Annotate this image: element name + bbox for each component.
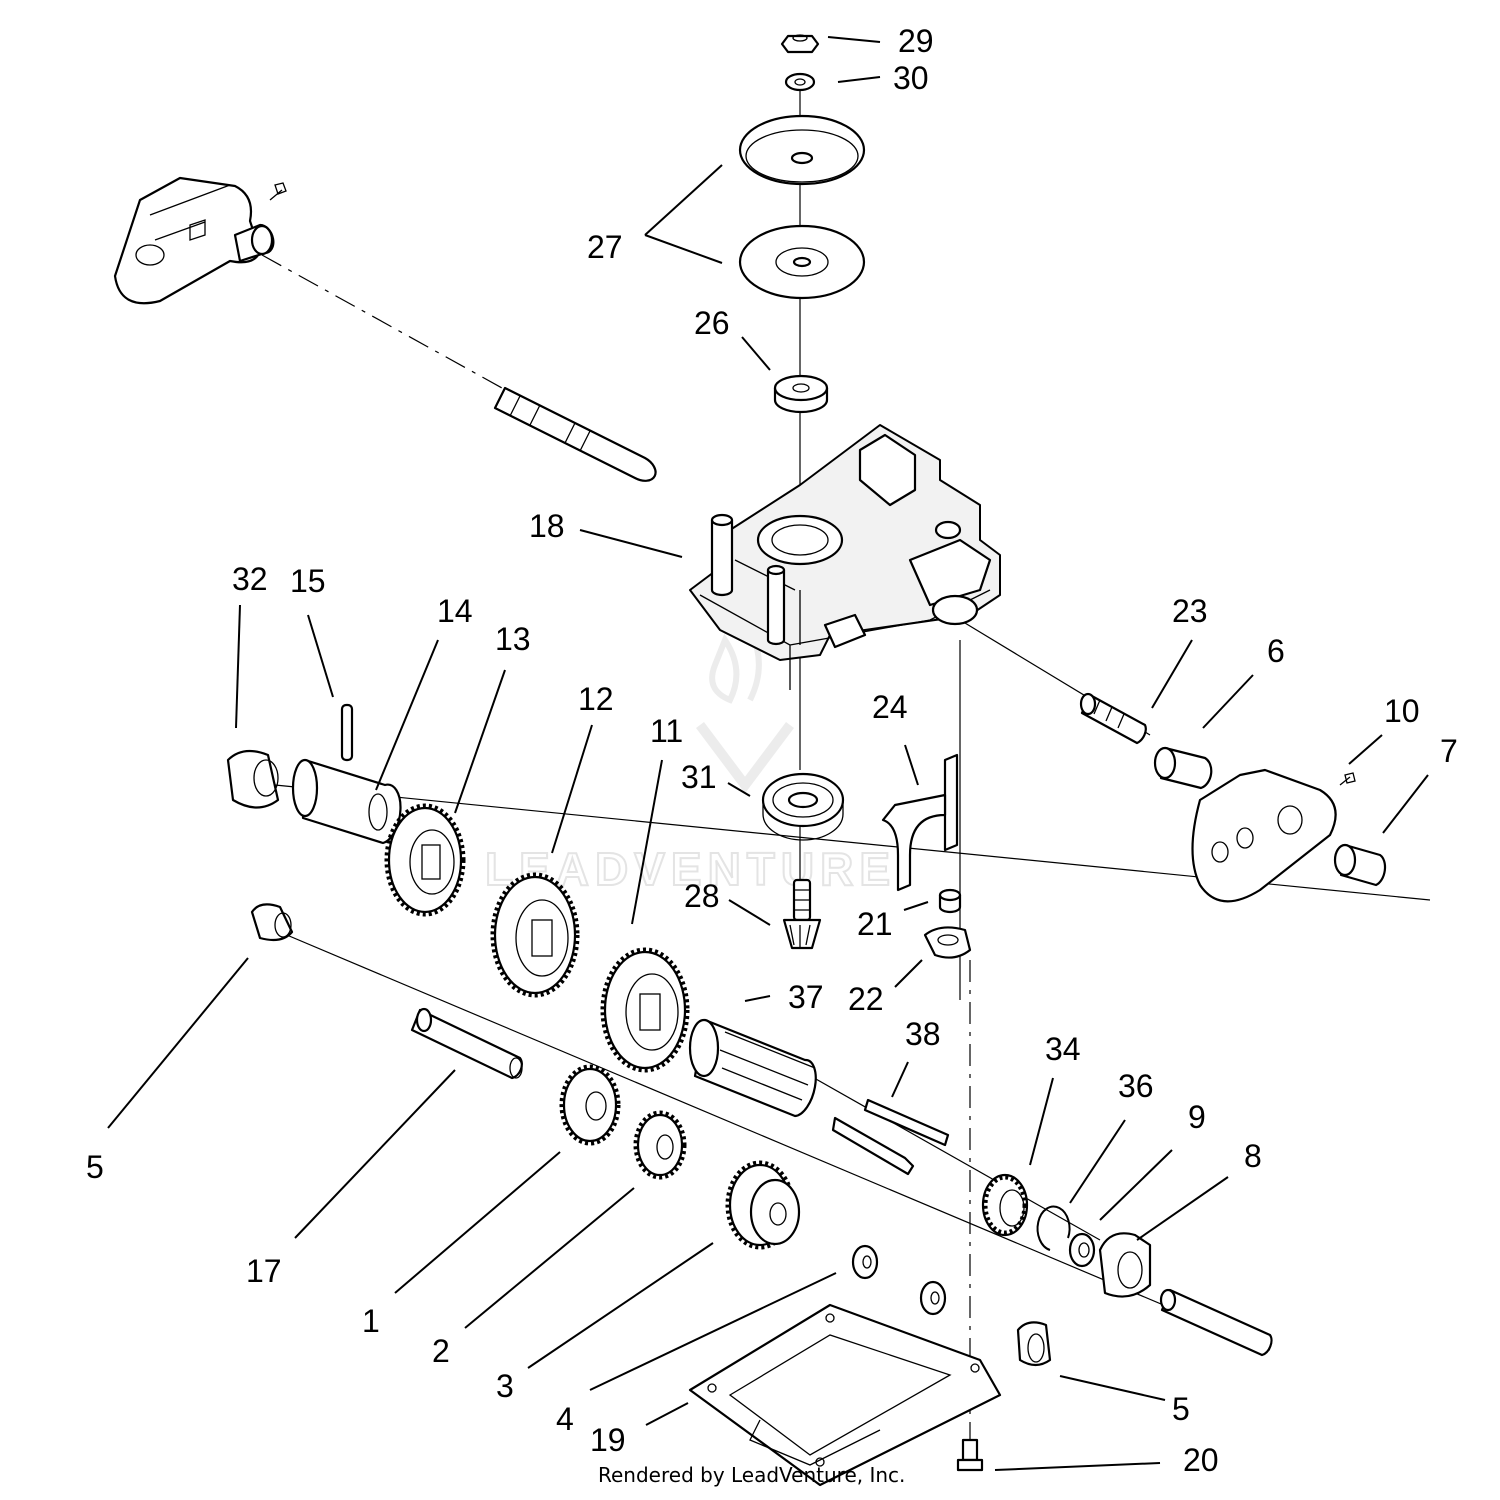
callout-27: 27 bbox=[587, 229, 623, 265]
callout-5-right: 5 bbox=[1172, 1391, 1190, 1427]
callout-17: 17 bbox=[246, 1253, 282, 1289]
callout-14: 14 bbox=[437, 593, 473, 629]
part-27-pulley-lower bbox=[738, 224, 866, 300]
right-side-cover bbox=[1191, 768, 1337, 903]
callout-31: 31 bbox=[681, 759, 717, 795]
callout-21: 21 bbox=[857, 906, 893, 942]
part-29-nut bbox=[780, 34, 820, 54]
part-11-gear bbox=[600, 947, 690, 1073]
part-34-seal bbox=[981, 1173, 1029, 1237]
part-27-pulley-upper bbox=[738, 114, 866, 186]
callout-18: 18 bbox=[529, 508, 565, 544]
part-4-washer-b bbox=[919, 1280, 947, 1316]
callout-30: 30 bbox=[893, 60, 929, 96]
callout-36: 36 bbox=[1118, 1068, 1154, 1104]
part-8-bushing bbox=[1098, 1232, 1152, 1298]
upper-shaft bbox=[493, 386, 657, 482]
callout-13: 13 bbox=[495, 621, 531, 657]
callout-37: 37 bbox=[788, 979, 824, 1015]
part-24-shift-fork bbox=[881, 753, 959, 892]
callout-10: 10 bbox=[1384, 693, 1420, 729]
part-14-collar bbox=[291, 758, 402, 845]
callout-28: 28 bbox=[684, 878, 720, 914]
part-32-bushing bbox=[226, 749, 280, 809]
part-18-gear-housing bbox=[689, 424, 1001, 690]
part-6-bushing bbox=[1153, 746, 1213, 790]
part-38-key-upper bbox=[863, 1098, 950, 1147]
callout-labels: 29 30 27 26 18 32 15 14 13 12 11 31 28 2… bbox=[86, 23, 1458, 1478]
part-13-gear bbox=[384, 803, 466, 917]
part-19-lower-cover bbox=[688, 1303, 1002, 1487]
part-12-gear bbox=[490, 872, 580, 998]
callout-1: 1 bbox=[362, 1303, 380, 1339]
upper-left-bracket bbox=[113, 176, 287, 305]
callout-38: 38 bbox=[905, 1016, 941, 1052]
part-1-gear bbox=[559, 1064, 621, 1146]
part-37-splined-hub bbox=[688, 1018, 817, 1118]
callout-5-left: 5 bbox=[86, 1149, 104, 1185]
part-20-bolt bbox=[956, 1438, 984, 1472]
part-5-bushing-left bbox=[250, 903, 294, 942]
callout-12: 12 bbox=[578, 681, 614, 717]
part-30-washer bbox=[784, 72, 816, 92]
part-23-splined-shaft bbox=[1079, 692, 1147, 745]
callout-20: 20 bbox=[1183, 1442, 1219, 1478]
callout-22: 22 bbox=[848, 981, 884, 1017]
callout-3: 3 bbox=[496, 1368, 514, 1404]
part-10-screw bbox=[1339, 772, 1356, 786]
callout-8: 8 bbox=[1244, 1138, 1262, 1174]
callout-9: 9 bbox=[1188, 1099, 1206, 1135]
part-7-bushing bbox=[1333, 843, 1387, 887]
render-credit: Rendered by LeadVenture, Inc. bbox=[598, 1463, 905, 1487]
axle-stub bbox=[1159, 1288, 1273, 1357]
part-17-shaft bbox=[410, 1007, 523, 1080]
part-2-gear bbox=[633, 1110, 687, 1180]
part-36-snap-ring bbox=[1036, 1205, 1071, 1251]
callout-26: 26 bbox=[694, 305, 730, 341]
part-26-spacer bbox=[773, 374, 829, 414]
callout-11: 11 bbox=[650, 713, 683, 749]
callout-23: 23 bbox=[1172, 593, 1208, 629]
callout-2: 2 bbox=[432, 1333, 450, 1369]
callout-29: 29 bbox=[898, 23, 934, 59]
part-38-key-lower bbox=[831, 1116, 915, 1176]
part-28-pinion bbox=[782, 878, 822, 950]
callout-24: 24 bbox=[872, 689, 908, 725]
part-9-washer bbox=[1068, 1232, 1096, 1268]
part-4-washer-a bbox=[851, 1244, 879, 1280]
callout-19: 19 bbox=[590, 1422, 626, 1458]
part-15-pin bbox=[340, 703, 354, 762]
part-31-bearing bbox=[761, 772, 845, 841]
part-22-shift-key bbox=[923, 926, 972, 959]
part-3-bevel-gear bbox=[725, 1160, 801, 1250]
callout-7: 7 bbox=[1440, 733, 1458, 769]
watermark: LEADVENTURE bbox=[484, 618, 891, 896]
part-5-bushing-right bbox=[1016, 1321, 1052, 1367]
callout-32: 32 bbox=[232, 561, 268, 597]
leader-lines bbox=[107, 36, 1429, 1471]
assembly-axes bbox=[261, 90, 1431, 1440]
callout-34: 34 bbox=[1045, 1031, 1081, 1067]
callout-15: 15 bbox=[290, 563, 326, 599]
callout-4: 4 bbox=[556, 1401, 574, 1437]
part-21-detent bbox=[938, 888, 962, 914]
callout-6: 6 bbox=[1267, 633, 1285, 669]
